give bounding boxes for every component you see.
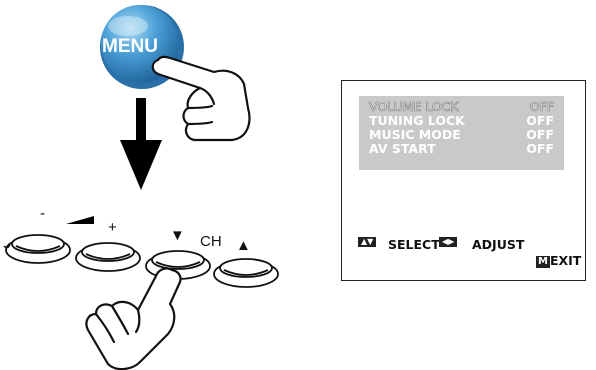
channel-up-symbol: ▲ bbox=[236, 237, 251, 254]
channel-label: CH bbox=[200, 233, 222, 250]
volume-plus-label: + bbox=[108, 219, 117, 236]
osd-item-value: OFF bbox=[526, 127, 554, 142]
volume-down-button[interactable] bbox=[5, 234, 71, 264]
osd-item-label: AV START bbox=[369, 141, 436, 156]
volume-wedge-icon bbox=[66, 216, 94, 224]
left-right-arrows-icon: ◀▶ bbox=[439, 237, 458, 247]
remote-illustration: MENU - + ▼ CH ▲ bbox=[3, 5, 279, 370]
menu-button-label: MENU bbox=[102, 36, 158, 57]
menu-key-icon: M bbox=[536, 256, 550, 268]
volume-up-button[interactable] bbox=[75, 242, 141, 272]
osd-item-music-mode[interactable]: MUSIC MODE OFF bbox=[359, 128, 564, 142]
osd-item-label: TUNING LOCK bbox=[369, 113, 465, 128]
osd-item-value: OFF bbox=[526, 141, 554, 156]
volume-minus-label: - bbox=[40, 205, 45, 222]
osd-screen: VOLUME LOCK OFF TUNING LOCK OFF MUSIC MO… bbox=[341, 80, 586, 281]
osd-menu-list: VOLUME LOCK OFF TUNING LOCK OFF MUSIC MO… bbox=[359, 96, 564, 170]
osd-item-av-start[interactable]: AV START OFF bbox=[359, 142, 564, 156]
pointing-hand-icon bbox=[85, 267, 182, 370]
arrow-down-icon bbox=[120, 98, 162, 190]
exit-hint-label: EXIT bbox=[549, 253, 582, 268]
osd-item-value: OFF bbox=[529, 99, 554, 114]
osd-item-tuning-lock[interactable]: TUNING LOCK OFF bbox=[359, 114, 564, 128]
osd-item-value: OFF bbox=[526, 113, 554, 128]
adjust-hint-label: ADJUST bbox=[472, 237, 525, 252]
osd-item-volume-lock[interactable]: VOLUME LOCK OFF bbox=[359, 99, 564, 114]
select-hint-label: SELECT bbox=[388, 237, 440, 252]
channel-down-symbol: ▼ bbox=[170, 227, 185, 244]
osd-item-label: VOLUME LOCK bbox=[369, 99, 459, 114]
osd-item-label: MUSIC MODE bbox=[369, 127, 461, 142]
channel-up-button[interactable] bbox=[213, 258, 279, 288]
pointing-hand-icon bbox=[151, 55, 251, 142]
up-down-arrows-icon: ▲▼ bbox=[358, 237, 377, 247]
